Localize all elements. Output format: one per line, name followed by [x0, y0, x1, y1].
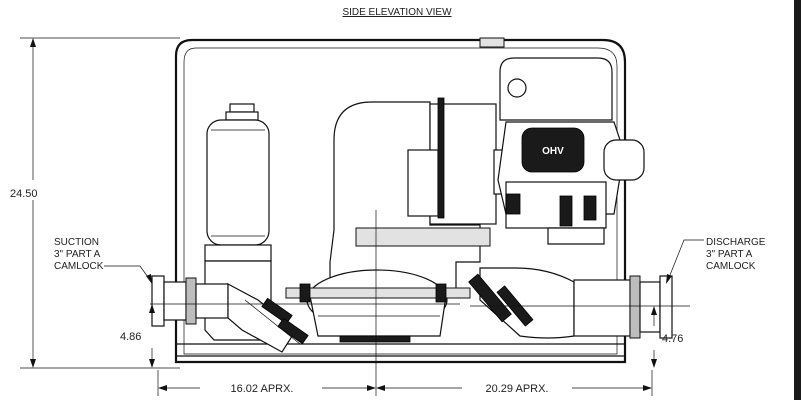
- pump-housing: [306, 101, 491, 337]
- suction-callout-line-3: CAMLOCK: [54, 261, 104, 272]
- discharge-pipe: [468, 267, 673, 339]
- suction-callout-line-1: SUCTION: [54, 237, 99, 248]
- length-dimensions: 16.02 APRX. 20.29 APRX.: [157, 210, 653, 396]
- discharge-callout-line-3: CAMLOCK: [706, 261, 756, 272]
- discharge-callout-line-1: DISCHARGE: [706, 237, 766, 248]
- discharge-height-dimension: 4.76: [470, 305, 690, 368]
- engine: OHV: [407, 57, 645, 245]
- discharge-height-label: 4.76: [662, 333, 683, 345]
- left-length-label: 16.02 APRX.: [231, 383, 294, 395]
- suction-pipe: [151, 275, 309, 353]
- suction-callout: SUCTION 3" PART A CAMLOCK: [54, 237, 152, 284]
- right-edge-strip: [794, 0, 801, 400]
- discharge-callout: DISCHARGE 3" PART A CAMLOCK: [666, 237, 766, 284]
- pump-base: [285, 283, 471, 343]
- suction-height-dimension: 4.86: [120, 303, 460, 368]
- overall-height-label: 24.50: [10, 188, 38, 200]
- overall-height-dimension: 24.50: [10, 37, 180, 369]
- right-length-label: 20.29 APRX.: [486, 383, 549, 395]
- engine-badge: OHV: [542, 146, 564, 157]
- suction-callout-line-2: 3" PART A: [54, 249, 101, 260]
- suction-height-label: 4.86: [120, 331, 141, 343]
- view-title: SIDE ELEVATION VIEW: [342, 7, 452, 18]
- discharge-callout-line-2: 3" PART A: [706, 249, 753, 260]
